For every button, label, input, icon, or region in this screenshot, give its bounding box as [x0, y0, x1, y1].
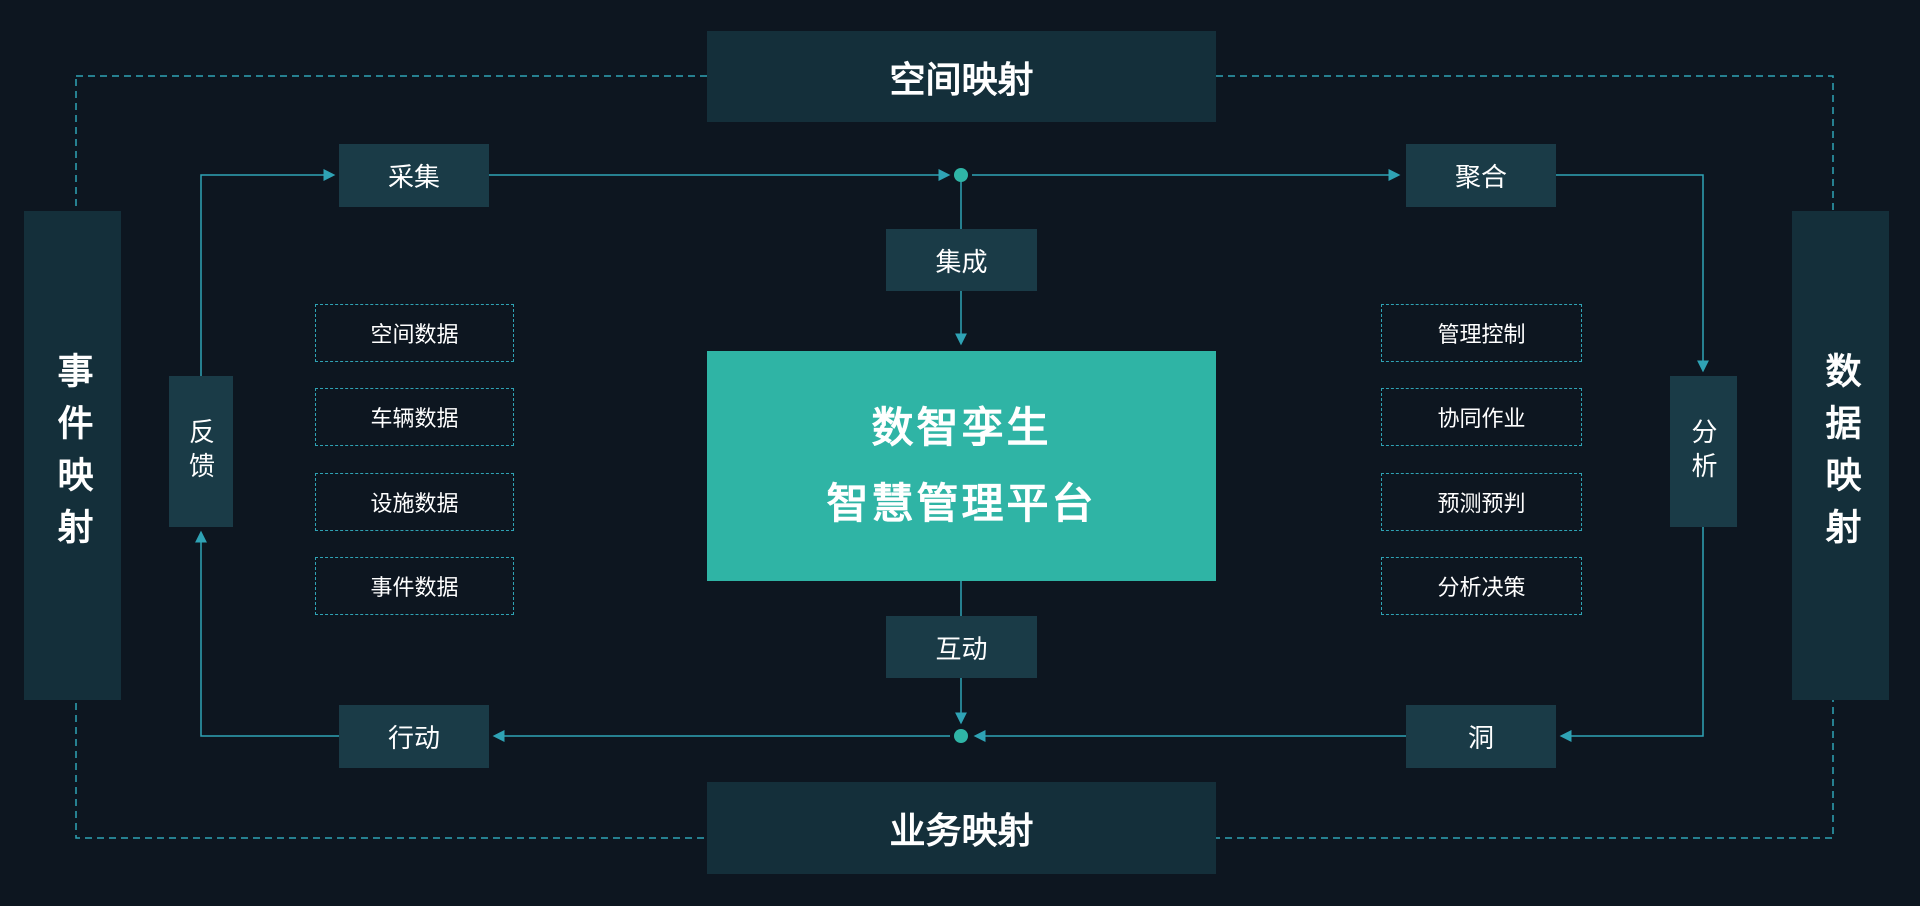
capability-item-decision: 分析决策: [1381, 557, 1582, 615]
capability-item-control: 管理控制: [1381, 304, 1582, 362]
data-item-label: 空间数据: [370, 322, 459, 347]
flow-act-to-feedback: [195, 530, 339, 737]
mapping-top-label: 空间映射: [889, 58, 1034, 100]
node-integrate: 集成: [886, 229, 1037, 291]
node-integrate-label: 集成: [935, 246, 988, 277]
flow-feedback-to-collect: [200, 169, 336, 376]
flow-aggregate-to-analyze: [1556, 174, 1709, 373]
node-aggregate-label: 聚合: [1454, 162, 1507, 192]
capability-item-label: 分析决策: [1437, 575, 1526, 600]
mapping-top-space: 空间映射: [707, 31, 1216, 122]
node-collect-label: 采集: [387, 162, 440, 192]
mapping-left-label: 事件映射: [52, 351, 94, 560]
capability-item-label: 管理控制: [1437, 322, 1526, 347]
data-item-spatial: 空间数据: [315, 304, 514, 362]
flow-analyze-to-insight: [1559, 527, 1704, 742]
node-act-label: 行动: [387, 723, 440, 753]
top-junction-dot: [954, 168, 968, 182]
data-item-label: 车辆数据: [370, 406, 459, 431]
data-item-event: 事件数据: [315, 557, 514, 615]
node-collect: 采集: [339, 144, 489, 207]
node-act: 行动: [339, 705, 489, 768]
bottom-junction-dot: [954, 729, 968, 743]
node-analyze: 分析: [1670, 376, 1737, 527]
node-feedback-label: 反馈: [185, 417, 216, 486]
capability-item-label: 预测预判: [1437, 491, 1526, 516]
mapping-right-label: 数据映射: [1820, 351, 1862, 560]
data-item-facility: 设施数据: [315, 473, 514, 531]
data-item-vehicle: 车辆数据: [315, 388, 514, 446]
capability-item-prediction: 预测预判: [1381, 473, 1582, 531]
node-interact-label: 互动: [935, 633, 988, 664]
platform-title-line2: 智慧管理平台: [826, 480, 1097, 527]
node-insight-label: 洞: [1467, 723, 1494, 753]
capability-item-label: 协同作业: [1437, 406, 1526, 431]
node-feedback: 反馈: [169, 376, 233, 527]
mapping-bottom-business: 业务映射: [707, 782, 1216, 874]
node-insight: 洞: [1406, 705, 1556, 768]
data-item-label: 设施数据: [370, 491, 459, 516]
node-aggregate: 聚合: [1406, 144, 1556, 207]
platform-center-box: 数智孪生 智慧管理平台: [707, 351, 1216, 581]
platform-title-line1: 数智孪生: [871, 404, 1052, 452]
node-analyze-label: 分析: [1688, 417, 1718, 486]
mapping-left-event: 事件映射: [24, 211, 121, 700]
mapping-bottom-label: 业务映射: [889, 810, 1034, 851]
mapping-right-data: 数据映射: [1792, 211, 1889, 700]
capability-item-collaboration: 协同作业: [1381, 388, 1582, 446]
node-interact: 互动: [886, 616, 1037, 678]
data-item-label: 事件数据: [370, 575, 459, 600]
